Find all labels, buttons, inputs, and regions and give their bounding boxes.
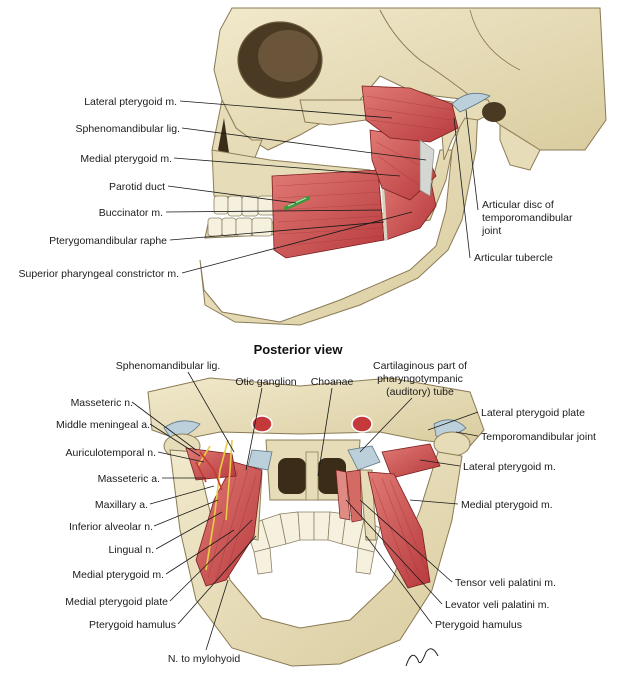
lower-teeth-posterior <box>245 511 381 575</box>
bottom-view-title: Posterior view <box>254 342 344 357</box>
posterior-view-illustration <box>147 377 485 667</box>
label-articular-disc-2: temporomandibular <box>482 212 573 224</box>
vomer <box>305 451 319 501</box>
label-parotid-duct: Parotid duct <box>109 181 165 193</box>
lateral-pterygoid-right <box>381 443 441 479</box>
mandible-posterior <box>169 449 463 667</box>
sphenomandibular-ligament <box>419 139 435 197</box>
label-middle-meningeal: Middle meningeal a. <box>56 419 150 431</box>
medial-pterygoid-right <box>367 471 431 589</box>
label-articular-tubercle: Articular tubercle <box>474 252 553 264</box>
foramen-right <box>351 415 373 433</box>
label-otic-ganglion: Otic ganglion <box>235 376 296 388</box>
label-pterygoid-hamulus-right: Pterygoid hamulus <box>435 619 522 631</box>
levator-veli-palatini <box>335 469 351 521</box>
lower-teeth <box>207 217 273 237</box>
label-cartilaginous-3: (auditory) tube <box>386 386 454 398</box>
label-cartilaginous-2: pharyngotympanic <box>377 373 463 385</box>
label-levator-veli-palatini: Levator veli palatini m. <box>445 599 549 611</box>
label-lateral-pterygoid-right: Lateral pterygoid m. <box>463 461 556 473</box>
tensor-veli-palatini <box>345 469 363 523</box>
label-auriculotemporal: Auriculotemporal n. <box>66 447 156 459</box>
label-lingual-n: Lingual n. <box>108 544 154 556</box>
bottom-leader-lines <box>131 371 479 651</box>
ear-canal <box>482 102 506 122</box>
label-medial-pterygoid: Medial pterygoid m. <box>80 153 172 165</box>
label-cartilaginous-1: Cartilaginous part of <box>373 360 467 372</box>
label-articular-disc-3: joint <box>481 225 501 237</box>
label-medial-pterygoid-plate: Medial pterygoid plate <box>65 596 168 608</box>
label-lateral-pterygoid: Lateral pterygoid m. <box>84 96 177 108</box>
label-articular-disc-1: Articular disc of <box>482 199 554 211</box>
label-buccinator: Buccinator m. <box>99 207 163 219</box>
label-lateral-pterygoid-plate: Lateral pterygoid plate <box>481 407 585 419</box>
foramen-left <box>251 415 273 433</box>
lateral-view-illustration <box>165 7 607 326</box>
arteries <box>195 451 223 491</box>
label-maxillary-a: Maxillary a. <box>95 499 148 511</box>
label-superior-pharyngeal-constrictor: Superior pharyngeal constrictor m. <box>19 268 180 280</box>
label-masseteric-n: Masseteric n. <box>71 397 133 409</box>
label-sphenomandibular-lig-bottom: Sphenomandibular lig. <box>116 360 221 372</box>
label-masseteric-a: Masseteric a. <box>98 473 160 485</box>
label-medial-pterygoid-left: Medial pterygoid m. <box>72 569 164 581</box>
label-medial-pterygoid-right: Medial pterygoid m. <box>461 499 553 511</box>
articular-disc <box>451 92 491 113</box>
label-temporomandibular-joint: Temporomandibular joint <box>481 431 596 443</box>
medial-pterygoid-left <box>195 461 263 587</box>
label-choanae: Choanae <box>311 376 354 388</box>
buccinator-muscle <box>271 169 385 259</box>
choana-left <box>278 458 306 494</box>
bottom-labels: Sphenomandibular lig. Otic ganglion Choa… <box>56 360 596 665</box>
label-sphenomandibular-lig: Sphenomandibular lig. <box>76 123 181 135</box>
artist-signature <box>405 648 439 667</box>
top-leader-lines <box>165 100 479 274</box>
label-pterygomandibular-raphe: Pterygomandibular raphe <box>49 235 167 247</box>
label-pterygoid-hamulus-left: Pterygoid hamulus <box>89 619 176 631</box>
label-n-to-mylohyoid: N. to mylohyoid <box>168 653 241 665</box>
label-inferior-alveolar: Inferior alveolar n. <box>69 521 153 533</box>
parotid-duct <box>284 196 310 210</box>
label-tensor-veli-palatini: Tensor veli palatini m. <box>455 577 556 589</box>
top-labels: Lateral pterygoid m. Sphenomandibular li… <box>19 96 573 280</box>
